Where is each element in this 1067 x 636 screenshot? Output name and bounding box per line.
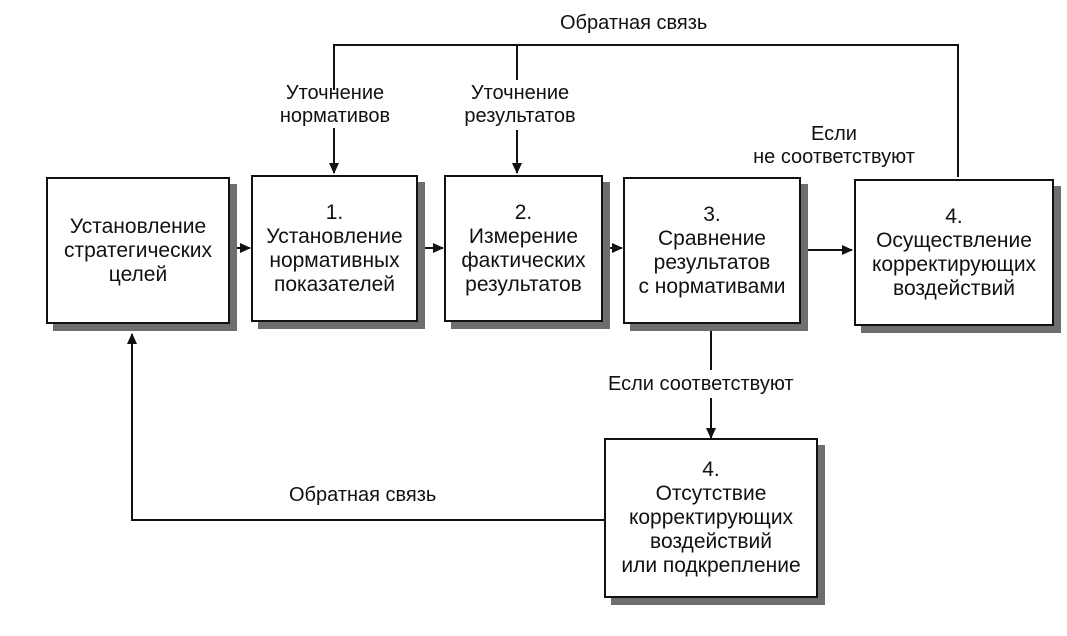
box-step4-bottom-line-4: или подкрепление [621,554,801,577]
box-step1-line-3: показателей [273,272,396,296]
label-refine-norms: Уточнение нормативов [268,82,402,128]
box-strategic-goals-line-3: целей [108,262,168,286]
box-step1-line-1: Установление [266,224,403,248]
box-strategic-goals-line-1: Установление [69,214,207,238]
box-step2-line-2: фактических [461,248,586,272]
box-step1-set-norms: 1. Установление нормативных показателей [251,175,418,322]
label-refine-norms-line-1: Уточнение [285,82,385,104]
box-strategic-goals-line-2: стратегических [63,238,212,262]
box-step3-line-3: с нормативами [638,274,786,298]
box-step4-no-corrective-actions: 4. Отсутствие корректирующих воздействий… [604,438,818,598]
box-step2-measure-results: 2. Измерение фактических результатов [444,175,603,322]
box-step4-corrective-actions: 4. Осуществление корректирующих воздейст… [854,179,1054,326]
box-step4-bottom-line-3: воздействий [650,530,772,553]
label-feedback-bottom: Обратная связь [289,484,437,506]
box-step4-bottom-line-2: корректирующих [628,506,794,529]
label-refine-norms-line-2: нормативов [279,105,391,127]
box-step1-line-2: нормативных [269,248,400,272]
box-strategic-goals: Установление стратегических целей [46,177,230,324]
feedback-loop-top-line [333,44,959,177]
box-step2-line-1: Измерение [468,224,579,248]
label-if-match: Если соответствуют [608,373,794,395]
label-if-not-match-line-1: Если [811,123,857,145]
box-step2-number: 2. [514,200,533,224]
feedback-loop-bottom-line [127,333,604,521]
label-if-not-match-line-2: не соответствуют [753,146,915,168]
label-if-not-match: Если не соответствуют [736,123,932,169]
box-step4-right-line-1: Осуществление [876,228,1032,252]
box-step4-bottom-number: 4. [702,458,720,481]
label-feedback-top: Обратная связь [560,12,708,34]
label-refine-results-line-1: Уточнение [470,82,570,104]
box-step3-line-2: результатов [653,250,771,274]
box-step3-line-1: Сравнение [658,226,766,250]
box-step4-right-number: 4. [945,204,963,228]
box-step2-line-3: результатов [465,272,582,296]
box-step4-bottom-line-1: Отсутствие [655,482,767,505]
label-refine-results: Уточнение результатов [453,82,587,128]
box-step3-compare-results: 3. Сравнение результатов с нормативами [623,177,801,324]
box-step4-right-line-2: корректирующих [871,252,1037,276]
box-step4-right-line-3: воздействий [893,276,1015,300]
label-refine-results-line-2: результатов [464,105,576,127]
box-step3-number: 3. [703,202,721,226]
box-step1-number: 1. [325,200,344,224]
